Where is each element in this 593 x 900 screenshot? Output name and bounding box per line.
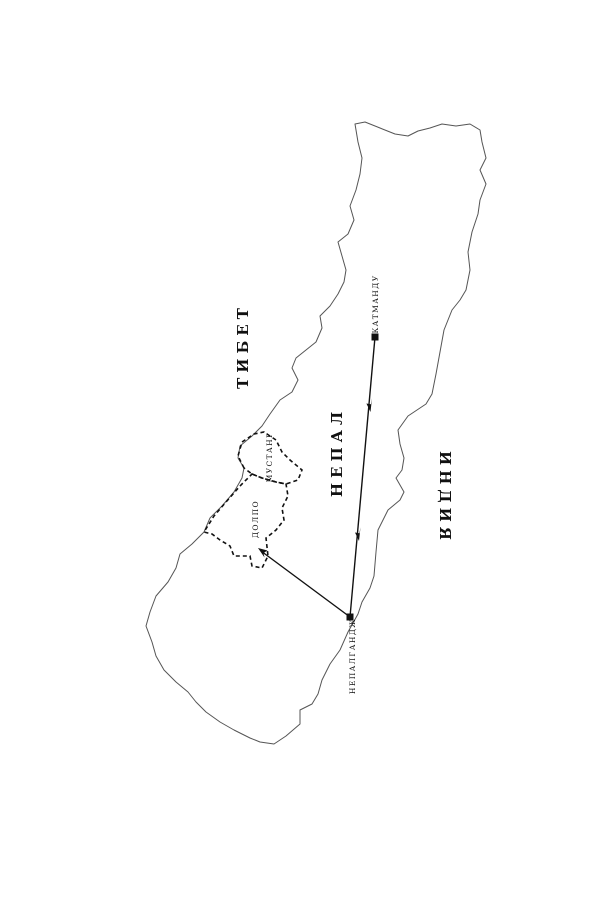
region-label-mustang: МУСТАНГ	[265, 432, 274, 483]
route-segment-nepalgunj-dolpo	[260, 550, 351, 618]
region-label-dolpo: ДОЛПО	[251, 500, 260, 538]
city-label-nepalgunj: НЕПАЛГАНДЖ	[348, 618, 357, 694]
route-segment-kathmandu-nepalgunj	[349, 336, 376, 618]
route-end-arrow-icon	[258, 548, 268, 558]
city-marker-kathmandu	[371, 333, 379, 341]
region-label-tibet: ТИБЕТ	[234, 303, 252, 389]
nepal-country-border	[145, 121, 487, 745]
route-direction-arrow-icon	[366, 398, 372, 412]
city-marker-nepalgunj	[346, 613, 354, 621]
region-label-india: ИНДИЯ	[436, 451, 454, 545]
city-label-kathmandu: КАТМАНДУ	[371, 274, 380, 333]
region-label-nepal: НЕПАЛ	[328, 407, 346, 497]
route-direction-arrow-icon	[355, 527, 361, 541]
dolpo-region-boundary	[202, 473, 289, 569]
